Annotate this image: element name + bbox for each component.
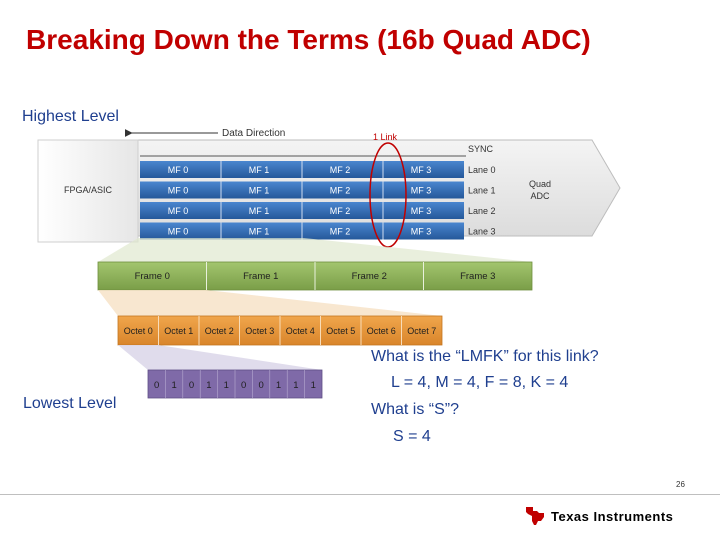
- multiframe-label: MF 1: [249, 186, 270, 196]
- multiframe-label: MF 0: [168, 227, 189, 237]
- lane-label: Lane 1: [468, 186, 496, 196]
- lane-row: MF 0 MF 1 MF 2 MF 3 Lane 3: [140, 222, 496, 240]
- multiframe-label: MF 3: [411, 165, 432, 175]
- lmfk-question: What is the “LMFK” for this link?: [371, 348, 599, 365]
- bit-label: 0: [241, 380, 246, 391]
- slide-title: Breaking Down the Terms (16b Quad ADC): [26, 24, 591, 55]
- one-link-label: 1 Link: [373, 132, 398, 142]
- frame-label: Frame 2: [352, 271, 387, 282]
- multiframe-label: MF 3: [411, 186, 432, 196]
- multiframe-label: MF 2: [330, 165, 351, 175]
- octet-label: Octet 7: [407, 326, 436, 336]
- frame-to-octet-connector: [98, 290, 442, 316]
- lane-row: MF 0 MF 1 MF 2 MF 3 Lane 2: [140, 202, 496, 219]
- bit-label: 0: [189, 380, 194, 391]
- lmfk-answer: L = 4, M = 4, F = 8, K = 4: [391, 374, 569, 391]
- lane-row: MF 0 MF 1 MF 2 MF 3 Lane 1: [140, 181, 496, 199]
- data-direction-label: Data Direction: [222, 128, 285, 139]
- adc-label-line2: ADC: [530, 191, 550, 201]
- adc-label-line1: Quad: [529, 179, 551, 189]
- lanes-group: MF 0 MF 1 MF 2 MF 3 Lane 0 MF 0 MF 1 MF 2 MF 3 La…: [140, 161, 496, 240]
- octet-label: Octet 5: [326, 326, 355, 336]
- octets-group: Octet 0 Octet 1 Octet 2 Octet 3 Octet 4 Octet…: [117, 315, 443, 346]
- bit-label: 1: [276, 380, 281, 391]
- bit-label: 0: [154, 380, 159, 391]
- lowest-level-label: Lowest Level: [23, 395, 117, 412]
- lane-label: Lane 2: [468, 206, 496, 216]
- bit-label: 0: [258, 380, 263, 391]
- frame-label: Frame 3: [460, 271, 495, 282]
- octet-to-bits-connector: [118, 345, 322, 370]
- mf-to-frame-connector: [98, 238, 532, 262]
- multiframe-label: MF 1: [249, 165, 270, 175]
- frame-label: Frame 0: [135, 271, 170, 282]
- octet-label: Octet 0: [124, 326, 153, 336]
- ti-logo: Texas Instruments: [523, 502, 683, 530]
- multiframe-label: MF 2: [330, 206, 351, 216]
- lane-label: Lane 3: [468, 227, 496, 237]
- multiframe-label: MF 3: [411, 227, 432, 237]
- s-answer: S = 4: [393, 428, 431, 445]
- octet-label: Octet 3: [245, 326, 274, 336]
- multiframe-label: MF 0: [168, 186, 189, 196]
- frame-label: Frame 1: [243, 271, 278, 282]
- texas-state-logo-icon: [526, 507, 544, 525]
- multiframe-label: MF 1: [249, 206, 270, 216]
- multiframe-label: MF 0: [168, 206, 189, 216]
- frames-group: Frame 0 Frame 1 Frame 2 Frame 3: [97, 261, 533, 291]
- page-number: 26: [676, 480, 685, 489]
- bit-label: 1: [311, 380, 316, 391]
- bit-label: 1: [171, 380, 176, 391]
- bit-label: 1: [293, 380, 298, 391]
- sync-label: SYNC: [468, 144, 494, 154]
- bits-group: 0 1 0 1 1 0 0 1 1 1: [147, 369, 323, 399]
- bit-label: 1: [224, 380, 229, 391]
- octet-label: Octet 1: [164, 326, 193, 336]
- fpga-label: FPGA/ASIC: [64, 185, 113, 195]
- multiframe-label: MF 0: [168, 165, 189, 175]
- octet-label: Octet 6: [367, 326, 396, 336]
- bit-label: 1: [206, 380, 211, 391]
- multiframe-label: MF 2: [330, 186, 351, 196]
- footer-divider: [0, 494, 720, 495]
- multiframe-label: MF 2: [330, 227, 351, 237]
- s-question: What is “S”?: [371, 401, 460, 418]
- multiframe-label: MF 1: [249, 227, 270, 237]
- logo-text: Texas Instruments: [551, 509, 674, 524]
- lane-label: Lane 0: [468, 165, 496, 175]
- lane-row: MF 0 MF 1 MF 2 MF 3 Lane 0: [140, 161, 496, 178]
- octet-label: Octet 4: [286, 326, 315, 336]
- multiframe-label: MF 3: [411, 206, 432, 216]
- octet-label: Octet 2: [205, 326, 234, 336]
- highest-level-label: Highest Level: [22, 108, 119, 125]
